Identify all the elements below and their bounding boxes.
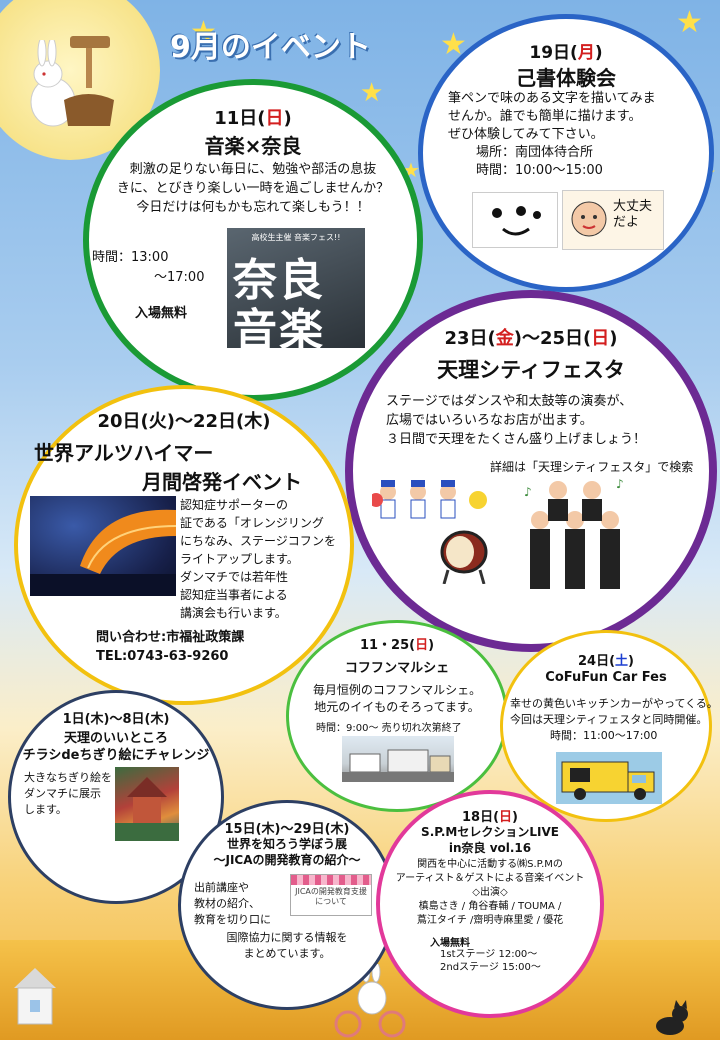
event-title: 己書体験会 (516, 66, 616, 90)
cat-icon (656, 1000, 688, 1035)
marching-band-illustration (372, 480, 487, 519)
event-title: CoFuFun Car Fes (545, 670, 667, 685)
rabbit-bicycle-icon (334, 964, 406, 1038)
admission-free: 入場無料 (135, 306, 188, 321)
svg-text:♪: ♪ (524, 485, 532, 499)
star-icon: ★ (676, 5, 703, 40)
event-date: 19日(月) (529, 43, 603, 63)
event-date: 1日(木)～8日(木) (62, 712, 170, 727)
event-description: 幸せの黄色いキッチンカーがやってくる。 今回は天理シティフェスタと同時開催。 時… (510, 697, 718, 742)
event-title: 月間啓発イベント (142, 470, 302, 494)
admission-free: 入場無料 (430, 938, 470, 949)
event-description: 筆ペンで味のある文字を描いてみま せんか。誰でも簡単に描けます。 ぜひ体験してみ… (448, 91, 656, 178)
event-date: 11日(日) (214, 108, 292, 129)
event-date: 20日(火)～22日(木) (97, 411, 271, 432)
star-icon: ★ (360, 78, 384, 108)
contact-info: 問い合わせ:市福祉政策課 TEL:0743-63-9260 (96, 630, 245, 664)
event-date: 18日(日) (461, 810, 518, 825)
house-icon (14, 968, 56, 1025)
event-title: 天理のいいところ チラシdeちぎり絵にチャレンジ (22, 731, 210, 763)
music-fes-poster: 高校生主催 音楽フェス!! 奈良 音楽 (227, 228, 365, 348)
event-time: 時間：13:00 ～17:00 (92, 250, 205, 285)
event-description: 出前講座や 教材の紹介、 教育を切り口に (194, 881, 271, 926)
choir-illustration: ♪♪ (524, 477, 624, 589)
event-date: 15日(木)～29日(木) (224, 822, 350, 837)
event-date: 11・25(日) (359, 638, 435, 653)
event-tenri-festa (345, 290, 717, 652)
orange-lit-building-photo (30, 496, 176, 596)
event-date: 24日(土) (577, 654, 634, 669)
event-description: 認知症サポーターの 証である「オレンジリング にちなみ、ステージコフンを ライト… (180, 498, 337, 620)
event-spm-live (376, 790, 604, 1018)
event-description: 大きなちぎり絵を ダンマチに展示 します。 (24, 771, 112, 816)
event-description: ステージではダンスや和太鼓等の演奏が、 広場ではいろいろなお店が出ます。 ３日間… (386, 394, 647, 447)
taiko-drum-icon (440, 530, 488, 584)
page-title: 9月のイベント (170, 30, 371, 65)
event-description: 刺激の足りない毎日に、勉強や部活の息抜 きに、とびきり楽しい一時を過ごしませんか… (116, 162, 390, 215)
mortar-icon (64, 36, 114, 126)
event-description: 関西を中心に活動する㈱S.P.Mの アーティスト＆ゲストによる音楽イベント ◇出… (395, 859, 585, 926)
event-date: 23日(金)～25日(日) (444, 328, 618, 349)
jica-pamphlet: JICAの開発教育支援について (290, 874, 372, 916)
kitchen-car-photo (556, 752, 662, 804)
event-title: 世界を知ろう学ぼう展 ～JICAの開発教育の紹介～ (213, 837, 361, 867)
event-title: 天理シティフェスタ (437, 358, 625, 382)
event-title: 世界アルツハイマー (34, 441, 214, 465)
event-title: コフフンマルシェ (344, 661, 450, 676)
calligraphy-sample-character: 大丈夫だよ (562, 190, 664, 250)
stage-times: 1stステージ 12:00～ 2ndステージ 15:00～ (440, 949, 541, 973)
chigiri-e-artwork (115, 767, 179, 841)
event-note: 国際協力に関する情報を まとめています。 (226, 931, 348, 960)
event-title: 音楽×奈良 (204, 134, 302, 158)
event-time: 時間：9:00～ 売り切れ次第終了 (316, 723, 462, 734)
marche-photo (342, 736, 454, 782)
event-detail-note: 詳細は「天理シティフェスタ」で検索 (490, 460, 694, 474)
star-icon: ★ (190, 15, 217, 50)
event-description: 毎月恒例のコフフンマルシェ。 地元のイイものそろってます。 (312, 683, 482, 714)
calligraphy-sample-face (472, 192, 558, 248)
event-title: S.P.MセレクションLIVE in奈良 vol.16 (421, 825, 559, 855)
svg-text:♪: ♪ (616, 477, 624, 491)
